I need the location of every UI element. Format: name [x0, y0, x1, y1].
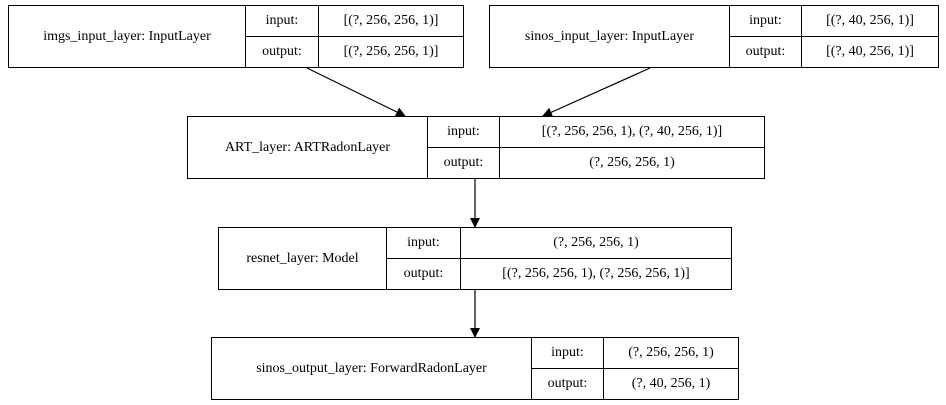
edge-imgs_input-to-art	[306, 67, 406, 117]
input-label: input:	[730, 6, 802, 36]
node-resnet-layer: resnet_layer: Model input: (?, 256, 256,…	[218, 227, 732, 290]
node-io-table: input: [(?, 40, 256, 1)] output: [(?, 40…	[730, 6, 938, 67]
io-row-input: input: [(?, 256, 256, 1), (?, 40, 256, 1…	[428, 117, 764, 147]
node-sinos-output-layer: sinos_output_layer: ForwardRadonLayer in…	[211, 337, 739, 400]
output-value: [(?, 40, 256, 1)]	[826, 44, 914, 59]
output-label: output:	[246, 37, 319, 67]
node-io-table: input: [(?, 256, 256, 1)] output: [(?, 2…	[246, 6, 463, 67]
io-row-input: input: (?, 256, 256, 1)	[387, 228, 731, 258]
io-row-output: output: [(?, 40, 256, 1)]	[730, 36, 938, 67]
input-label: input:	[246, 6, 319, 36]
io-row-output: output: [(?, 256, 256, 1), (?, 256, 256,…	[387, 258, 731, 289]
io-row-input: input: (?, 256, 256, 1)	[532, 338, 738, 368]
input-value: [(?, 40, 256, 1)]	[826, 13, 914, 28]
node-name: imgs_input_layer: InputLayer	[9, 6, 246, 67]
input-value: (?, 256, 256, 1)	[628, 345, 714, 360]
node-name: sinos_output_layer: ForwardRadonLayer	[212, 338, 532, 399]
io-row-input: input: [(?, 40, 256, 1)]	[730, 6, 938, 36]
node-art-layer: ART_layer: ARTRadonLayer input: [(?, 256…	[187, 116, 765, 179]
input-label: input:	[387, 228, 461, 258]
output-value: (?, 40, 256, 1)	[631, 376, 711, 391]
node-io-table: input: [(?, 256, 256, 1), (?, 40, 256, 1…	[428, 117, 764, 178]
output-label: output:	[387, 259, 461, 289]
node-io-table: input: (?, 256, 256, 1) output: (?, 40, …	[532, 338, 738, 399]
output-label: output:	[532, 369, 604, 399]
input-value: [(?, 256, 256, 1), (?, 40, 256, 1)]	[541, 124, 723, 139]
node-sinos-input-layer: sinos_input_layer: InputLayer input: [(?…	[489, 5, 939, 68]
io-row-output: output: [(?, 256, 256, 1)]	[246, 36, 463, 67]
node-name: resnet_layer: Model	[219, 228, 387, 289]
output-value: [(?, 256, 256, 1)]	[343, 44, 439, 59]
output-label: output:	[730, 37, 802, 67]
io-row-output: output: (?, 256, 256, 1)	[428, 147, 764, 178]
node-imgs-input-layer: imgs_input_layer: InputLayer input: [(?,…	[8, 5, 464, 68]
output-value: (?, 256, 256, 1)	[589, 155, 675, 170]
input-label: input:	[428, 117, 500, 147]
node-name: ART_layer: ARTRadonLayer	[188, 117, 428, 178]
input-value: [(?, 256, 256, 1)]	[343, 13, 439, 28]
output-label: output:	[428, 148, 500, 178]
io-row-output: output: (?, 40, 256, 1)	[532, 368, 738, 399]
edge-sinos_input-to-art	[542, 67, 651, 117]
input-label: input:	[532, 338, 604, 368]
node-name: sinos_input_layer: InputLayer	[490, 6, 730, 67]
io-row-input: input: [(?, 256, 256, 1)]	[246, 6, 463, 36]
input-value: (?, 256, 256, 1)	[553, 235, 639, 250]
output-value: [(?, 256, 256, 1), (?, 256, 256, 1)]	[502, 266, 690, 281]
node-io-table: input: (?, 256, 256, 1) output: [(?, 256…	[387, 228, 731, 289]
